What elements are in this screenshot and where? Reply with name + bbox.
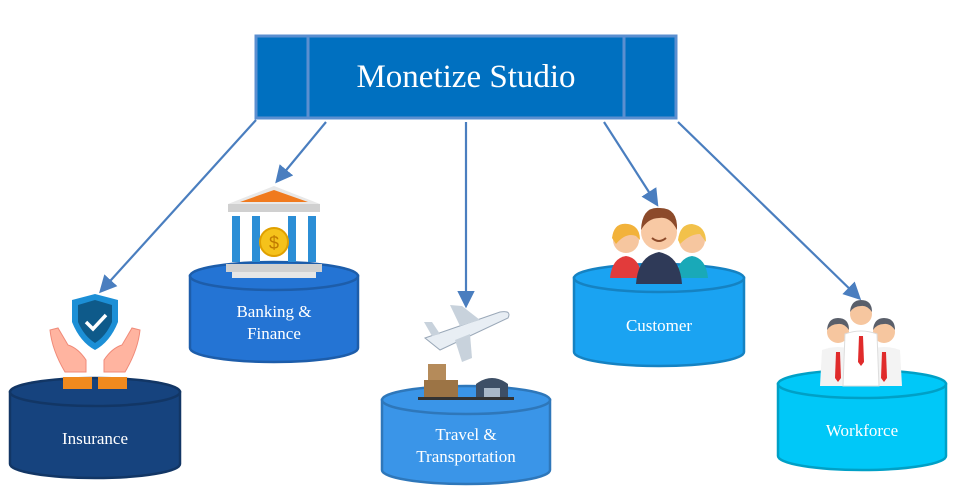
cylinder-body: [776, 382, 948, 472]
cylinder-top: [8, 376, 182, 408]
node-label: Transportation: [416, 447, 516, 466]
bank-icon: $: [226, 186, 322, 278]
workers-icon: [820, 300, 902, 387]
arrow-customer: [603, 121, 659, 207]
node-label: Finance: [247, 324, 301, 343]
node-insurance: Insurance: [8, 376, 182, 480]
customers-icon: [610, 207, 708, 284]
node-label: Travel &: [435, 425, 496, 444]
arrow-insurance: [99, 119, 257, 294]
title-text: Monetize Studio: [356, 59, 575, 95]
connectors: [99, 119, 862, 309]
node-label: Insurance: [62, 429, 128, 448]
shield-hands-icon: [49, 294, 141, 389]
svg-text:$: $: [269, 233, 279, 253]
node-label: Customer: [626, 316, 692, 335]
node-label: Banking &: [236, 302, 311, 321]
arrow-banking: [275, 121, 327, 184]
arrow-workforce: [677, 121, 862, 301]
node-label: Workforce: [826, 421, 898, 440]
cylinder-body: [572, 276, 746, 368]
airplane-icon: [418, 305, 514, 400]
cylinder-body: [380, 398, 552, 486]
cylinder-body: [188, 274, 360, 364]
cylinder-body: [8, 390, 182, 480]
title-box: Monetize Studio: [254, 34, 678, 120]
node-travel: Travel & Transportation: [380, 384, 552, 486]
